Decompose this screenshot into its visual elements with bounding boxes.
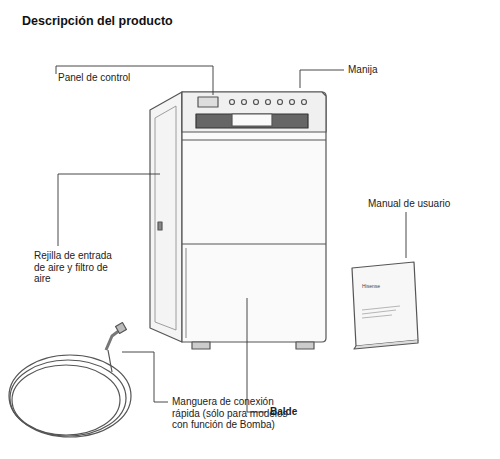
leader-lines [56,66,406,412]
part-label: Rejilla de entrada de aire y filtro de a… [34,250,118,285]
part-label: Manija [348,64,377,76]
part-label: Balde [270,406,297,418]
diagram-title: Descripción del producto [22,14,173,28]
brand-mark: Hisense [362,284,380,289]
part-label: Manual de usuario [368,198,450,210]
part-label: Panel de control [58,72,130,84]
